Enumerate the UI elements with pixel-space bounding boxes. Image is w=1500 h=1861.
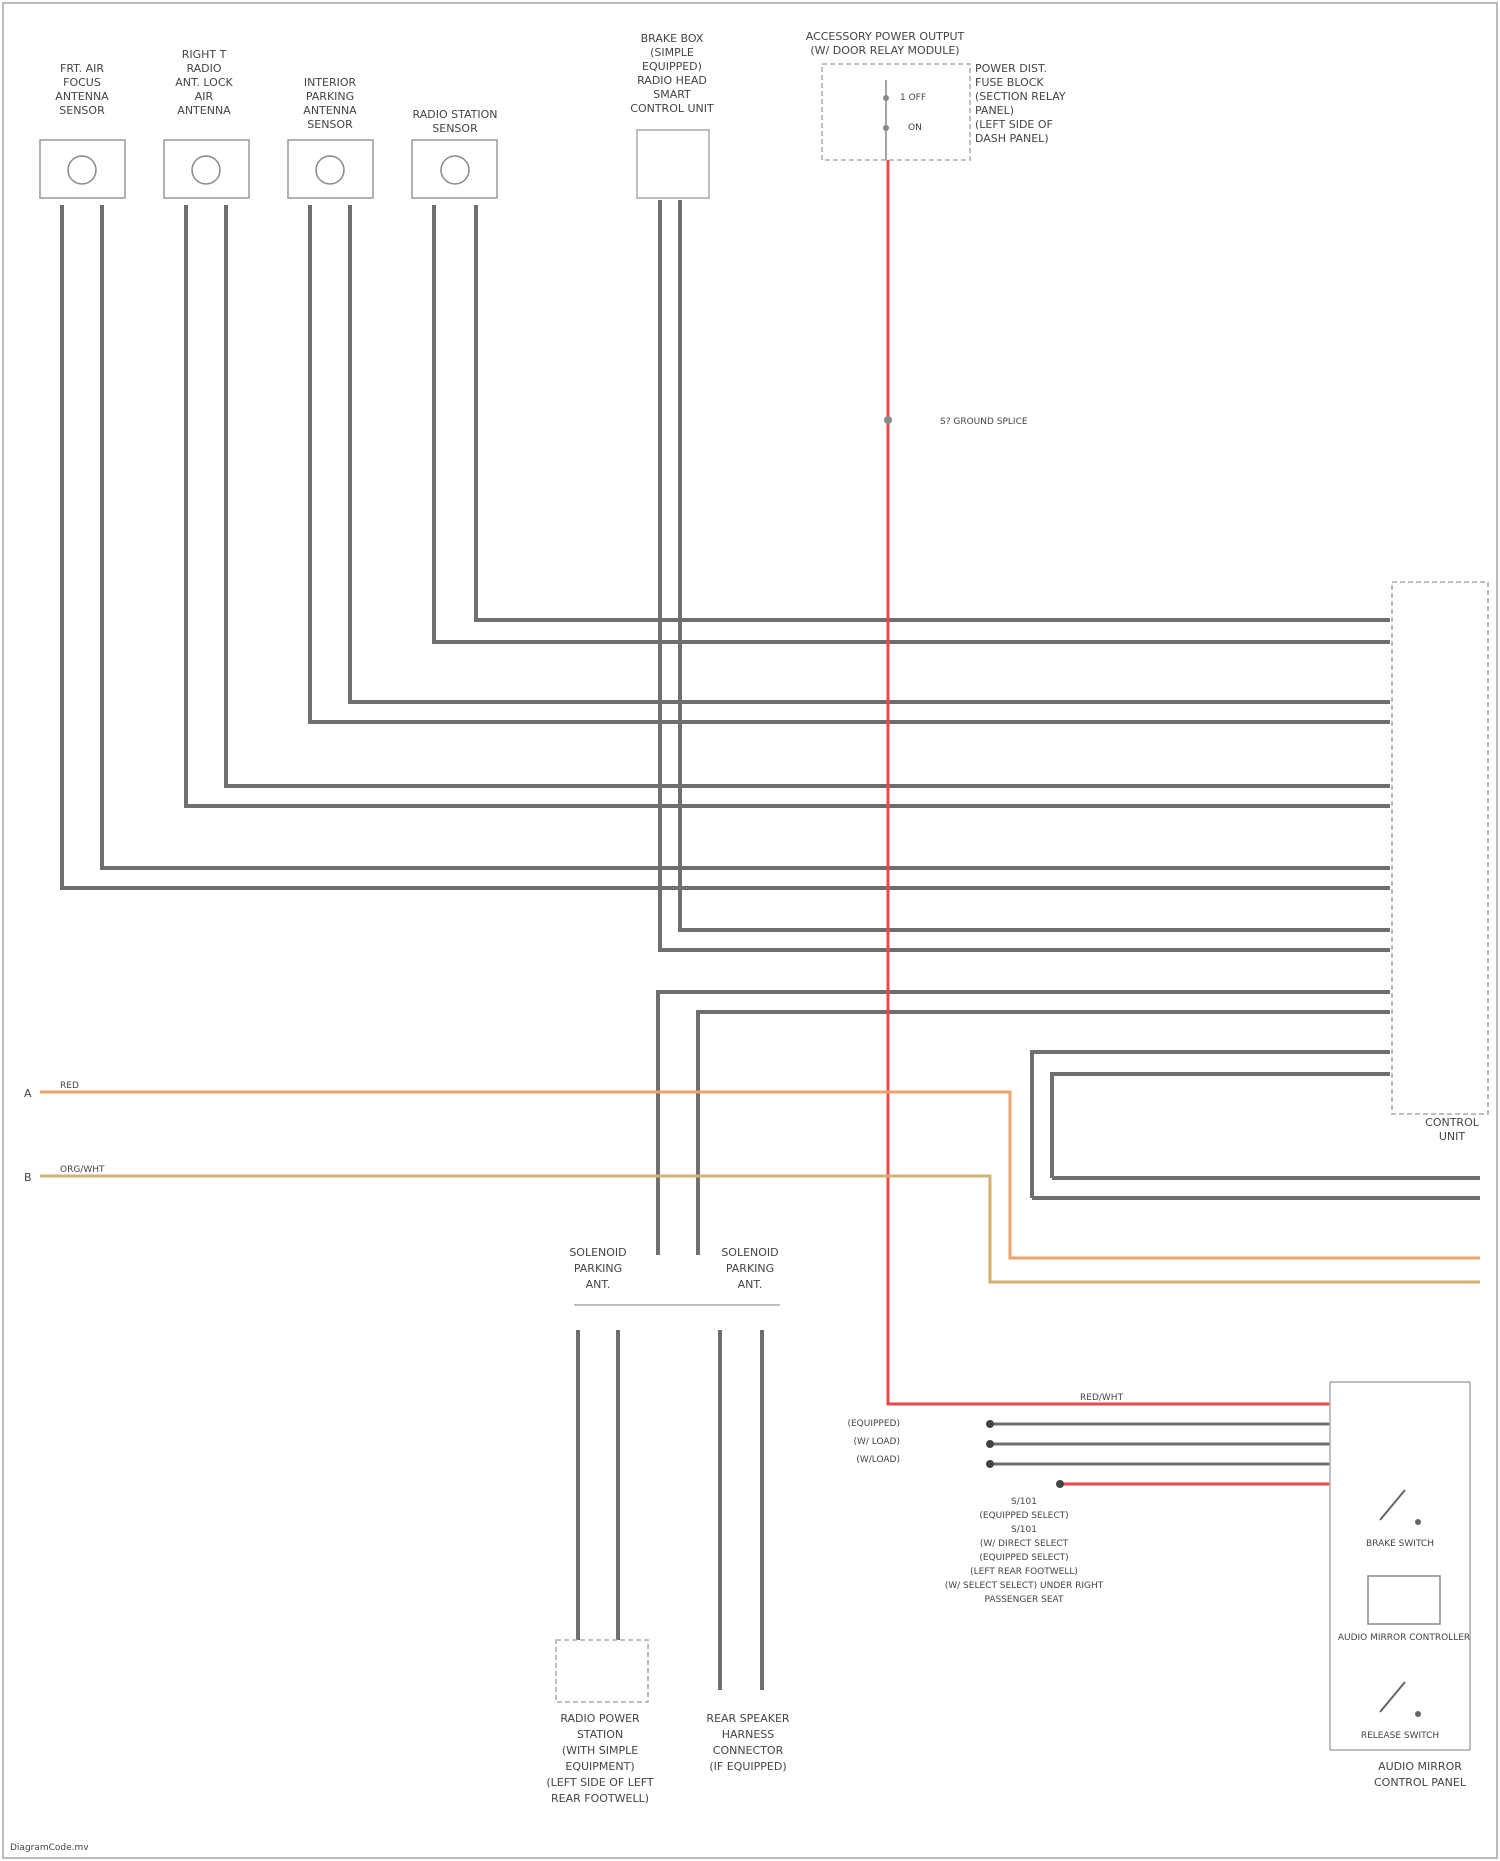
relay-pin [883, 125, 889, 131]
panel-item-label: BRAKE SWITCH [1366, 1539, 1434, 1549]
device-label: REAR FOOTWELL) [551, 1792, 649, 1805]
module-label: SMART [653, 88, 691, 101]
controller-box [1368, 1576, 1440, 1624]
splice-label: S? GROUND SPLICE [940, 417, 1028, 427]
device-label: RADIO POWER [560, 1712, 640, 1725]
module-label: SOLENOID [721, 1246, 778, 1259]
sensor-box [288, 140, 373, 198]
relay-pin [883, 95, 889, 101]
module-label: ANT. [738, 1278, 763, 1291]
module-label: (SIMPLE [650, 46, 694, 59]
component-label: ANTENNA [55, 90, 109, 103]
audio-mirror-control-panel: BRAKE SWITCH AUDIO MIRROR CONTROLLER REL… [1330, 1382, 1470, 1789]
switch-contact-icon [1415, 1711, 1421, 1717]
sensor-box [412, 140, 497, 198]
ground-dot [986, 1440, 994, 1448]
ground-note: S/101 [1011, 1525, 1037, 1535]
ground-dot [986, 1420, 994, 1428]
device-label: EQUIPMENT) [565, 1760, 634, 1773]
module-label: CONTROL UNIT [630, 102, 714, 115]
component-label: RADIO [186, 62, 221, 75]
wire-label: RED [60, 1081, 79, 1091]
relay-title: (W/ DOOR RELAY MODULE) [810, 44, 959, 57]
component-label: SENSOR [307, 118, 353, 131]
module-label: RADIO HEAD [637, 74, 707, 87]
device-label: CONNECTOR [713, 1744, 784, 1757]
ground-note: (W/ SELECT SELECT) UNDER RIGHT [945, 1581, 1104, 1591]
component-label: SENSOR [59, 104, 105, 117]
component-label: ANT. LOCK [175, 76, 233, 89]
relay-side-label: FUSE BLOCK [975, 76, 1044, 89]
module-label: EQUIPPED) [642, 60, 702, 73]
ground-note: (LEFT REAR FOOTWELL) [970, 1567, 1078, 1577]
module-label: ANT. [586, 1278, 611, 1291]
ground-note: (EQUIPPED SELECT) [979, 1511, 1068, 1521]
panel-title: AUDIO MIRROR [1378, 1760, 1462, 1773]
relay-title: ACCESSORY POWER OUTPUT [806, 30, 965, 43]
module-label: PARKING [574, 1262, 622, 1275]
switch-contact-icon [1415, 1519, 1421, 1525]
device-outline [556, 1640, 648, 1702]
component-label: INTERIOR [304, 76, 357, 89]
device-label: (LEFT SIDE OF LEFT [546, 1776, 654, 1789]
component-label: AIR [195, 90, 214, 103]
component-label: ANTENNA [177, 104, 231, 117]
relay-pin-label: 1 OFF [900, 93, 926, 103]
relay-side-label: (SECTION RELAY [975, 90, 1066, 103]
splice-dot [884, 416, 892, 424]
component-label: RADIO STATION [413, 108, 498, 121]
relay-side-label: (LEFT SIDE OF [975, 118, 1053, 131]
connector-label: B [24, 1171, 32, 1184]
device-label: (IF EQUIPPED) [709, 1760, 786, 1773]
unit-label: UNIT [1439, 1130, 1466, 1143]
relay-side-label: PANEL) [975, 104, 1014, 117]
module-label: BRAKE BOX [641, 32, 704, 45]
panel-item-label: RELEASE SWITCH [1361, 1731, 1439, 1741]
panel-title: CONTROL PANEL [1374, 1776, 1467, 1789]
device-label: HARNESS [722, 1728, 775, 1741]
device-label: (WITH SIMPLE [562, 1744, 638, 1757]
relay-outline [822, 64, 970, 160]
unit-label: CONTROL [1425, 1116, 1480, 1129]
module-label: PARKING [726, 1262, 774, 1275]
panel-item-label: AUDIO MIRROR CONTROLLER [1338, 1633, 1470, 1643]
sensor-box [164, 140, 249, 198]
component-label: RIGHT T [182, 48, 227, 61]
relay-side-label: POWER DIST. [975, 62, 1047, 75]
ground-dot [1056, 1480, 1064, 1488]
ground-note: S/101 [1011, 1497, 1037, 1507]
footer-code: DiagramCode.mv [10, 1843, 89, 1853]
ground-dot [986, 1460, 994, 1468]
component-label: ANTENNA [303, 104, 357, 117]
panel-outline [1330, 1382, 1470, 1750]
relay-side-label: DASH PANEL) [975, 132, 1049, 145]
ground-note: (W/ DIRECT SELECT [980, 1539, 1069, 1549]
relay-pin-label: ON [908, 123, 922, 133]
ground-label: (W/LOAD) [856, 1455, 900, 1465]
component-label: PARKING [306, 90, 354, 103]
wire-label: ORG/WHT [60, 1165, 105, 1175]
ground-note: PASSENGER SEAT [985, 1595, 1064, 1605]
bottom-left-device: RADIO POWER STATION (WITH SIMPLE EQUIPME… [546, 1640, 654, 1805]
ground-label: (EQUIPPED) [847, 1419, 900, 1429]
module-box [637, 130, 709, 198]
component-label: FRT. AIR [60, 62, 104, 75]
module-label: SOLENOID [569, 1246, 626, 1259]
ground-label: (W/ LOAD) [853, 1437, 900, 1447]
device-label: REAR SPEAKER [706, 1712, 790, 1725]
component-label: SENSOR [432, 122, 478, 135]
connector-label: A [24, 1087, 32, 1100]
ground-note: (EQUIPPED SELECT) [979, 1553, 1068, 1563]
component-label: FOCUS [63, 76, 101, 89]
device-label: STATION [577, 1728, 623, 1741]
wire-label: RED/WHT [1080, 1393, 1124, 1403]
sensor-box [40, 140, 125, 198]
